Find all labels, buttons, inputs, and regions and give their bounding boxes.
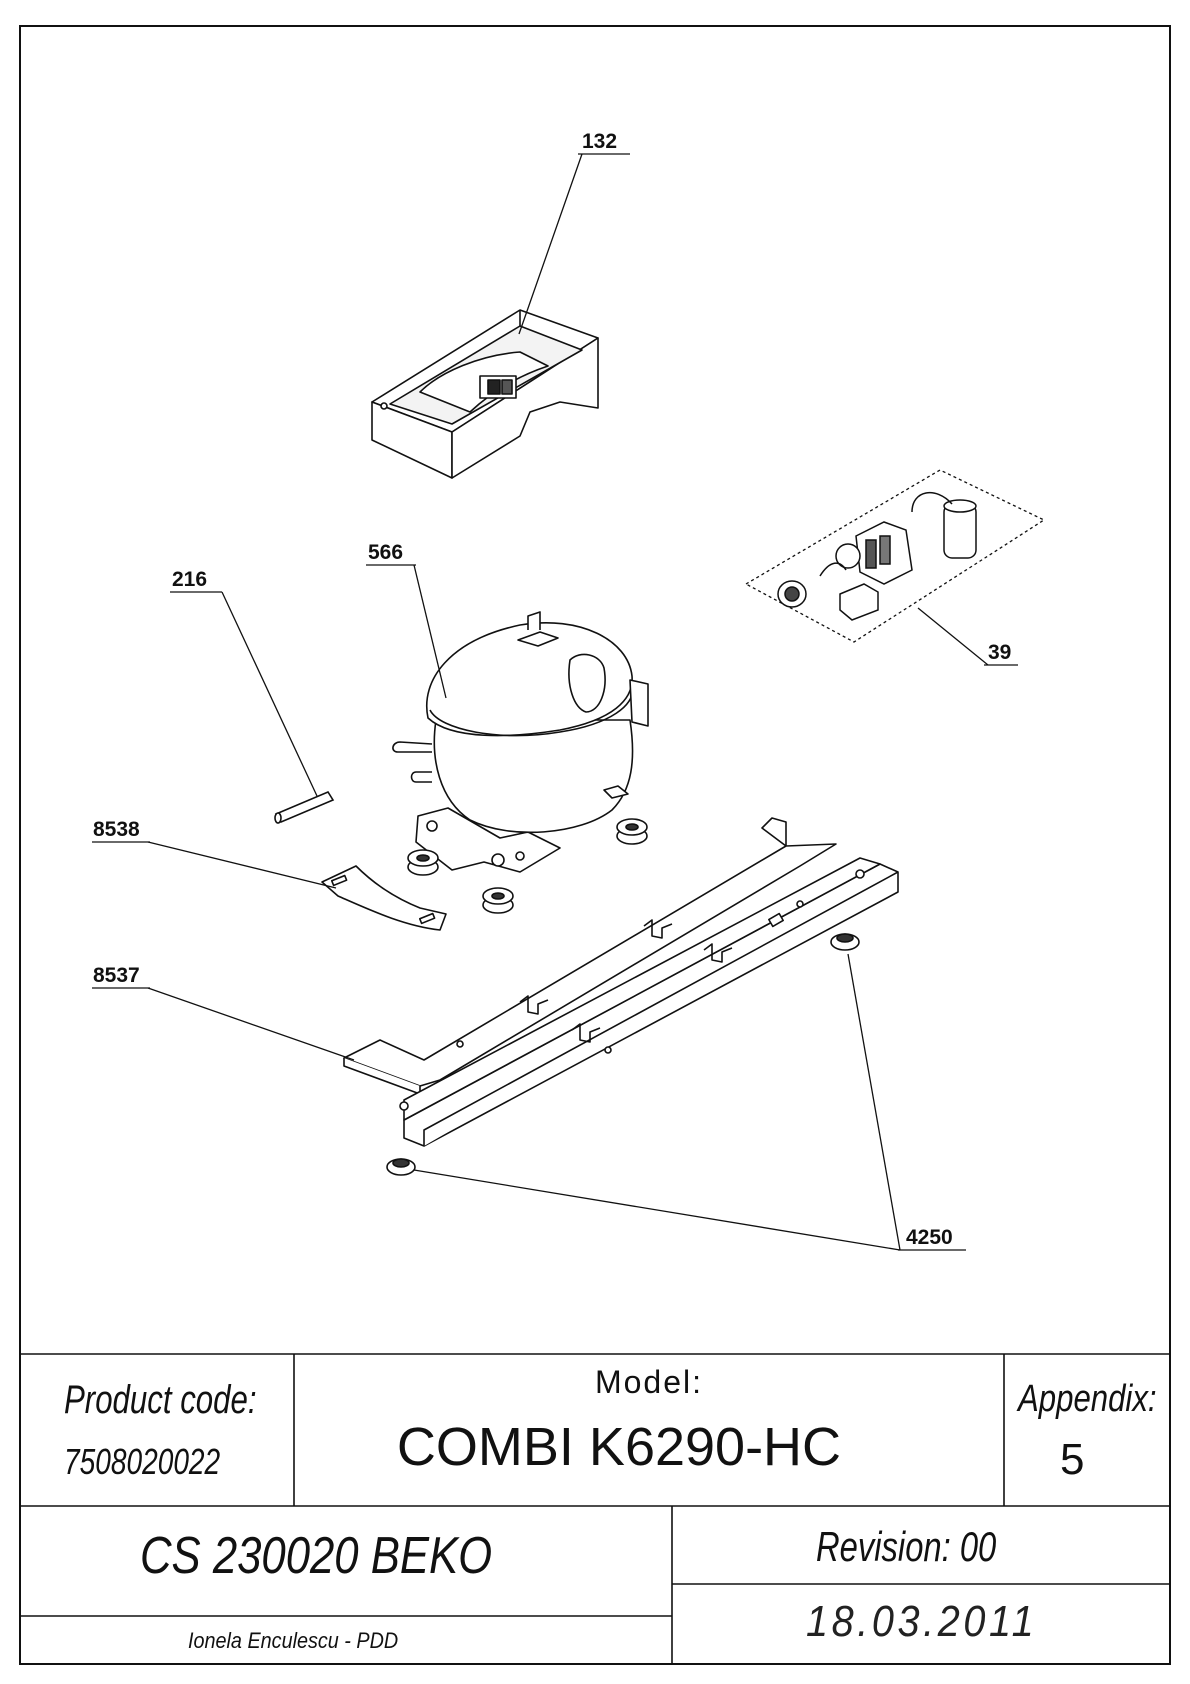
leader-216	[221, 591, 318, 797]
leader-39	[917, 607, 989, 666]
callout-132: 132	[582, 130, 617, 153]
leader-4250-b	[413, 1169, 901, 1251]
leader-132	[518, 153, 583, 335]
author: Ionela Enculescu - PDD	[188, 1628, 399, 1653]
drawing-frame	[19, 25, 1171, 1665]
part-8537-base-rails	[343, 817, 899, 1147]
callout-216: 216	[172, 568, 207, 591]
callout-8537: 8537	[93, 964, 140, 987]
callout-566: 566	[368, 541, 403, 564]
appendix-label: Appendix:	[1018, 1378, 1157, 1420]
revision: Revision: 00	[816, 1523, 997, 1570]
document-code: CS 230020 BEKO	[140, 1527, 493, 1585]
model-label: Model:	[594, 1364, 704, 1400]
appendix-value: 5	[1060, 1435, 1085, 1484]
part-132-compressor-cover	[371, 309, 599, 479]
leader-566	[413, 564, 447, 699]
part-4250-feet	[386, 933, 860, 1176]
part-8538-strap	[321, 865, 447, 931]
product-code-label: Product code:	[64, 1378, 257, 1422]
product-code-value: 7508020022	[64, 1441, 221, 1482]
callout-39: 39	[988, 641, 1011, 664]
leader-8537	[147, 987, 355, 1061]
title-block-grid	[20, 1353, 1170, 1664]
model-value: COMBI K6290-HC	[396, 1417, 842, 1477]
part-39-electrical-kit	[744, 469, 1046, 643]
part-216-pin	[274, 790, 335, 824]
callout-4250: 4250	[906, 1226, 953, 1249]
date: 18.03.2011	[806, 1597, 1038, 1646]
leader-4250-a	[847, 953, 901, 1251]
callout-8538: 8538	[93, 818, 140, 841]
part-rubber-grommets	[407, 818, 648, 914]
part-566-compressor	[392, 611, 649, 873]
leader-8538	[147, 841, 337, 889]
